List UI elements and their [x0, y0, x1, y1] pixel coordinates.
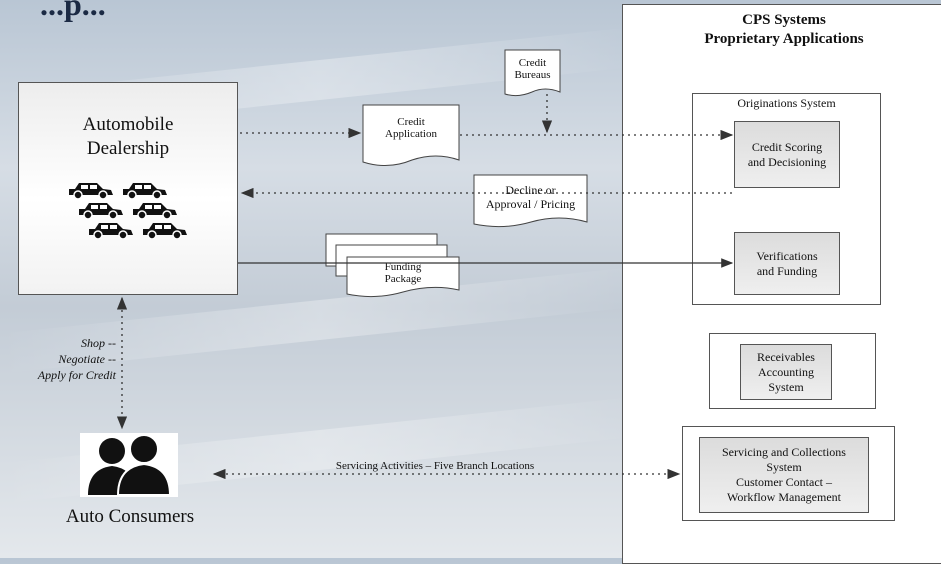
dealer-title: Automobile Dealership [82, 114, 174, 159]
automobile-dealership-box: Automobile Dealership [18, 82, 238, 295]
credit-bureaus-doc [504, 49, 561, 97]
servicing-activities-label: Servicing Activities – Five Branch Locat… [335, 460, 535, 472]
shop-negotiate-label: Shop -- Negotiate -- Apply for Credit [37, 336, 116, 382]
people-icon [80, 433, 178, 497]
header-partial: ...p... [40, 0, 106, 22]
decline-approval-doc [473, 174, 588, 228]
auto-consumers-label: Auto Consumers [65, 506, 195, 527]
funding-package-doc [346, 256, 460, 298]
cps-title: CPS Systems Proprietary Applications [704, 12, 864, 47]
credit-application-doc [362, 104, 460, 166]
originations-label: Originations System [737, 96, 836, 110]
